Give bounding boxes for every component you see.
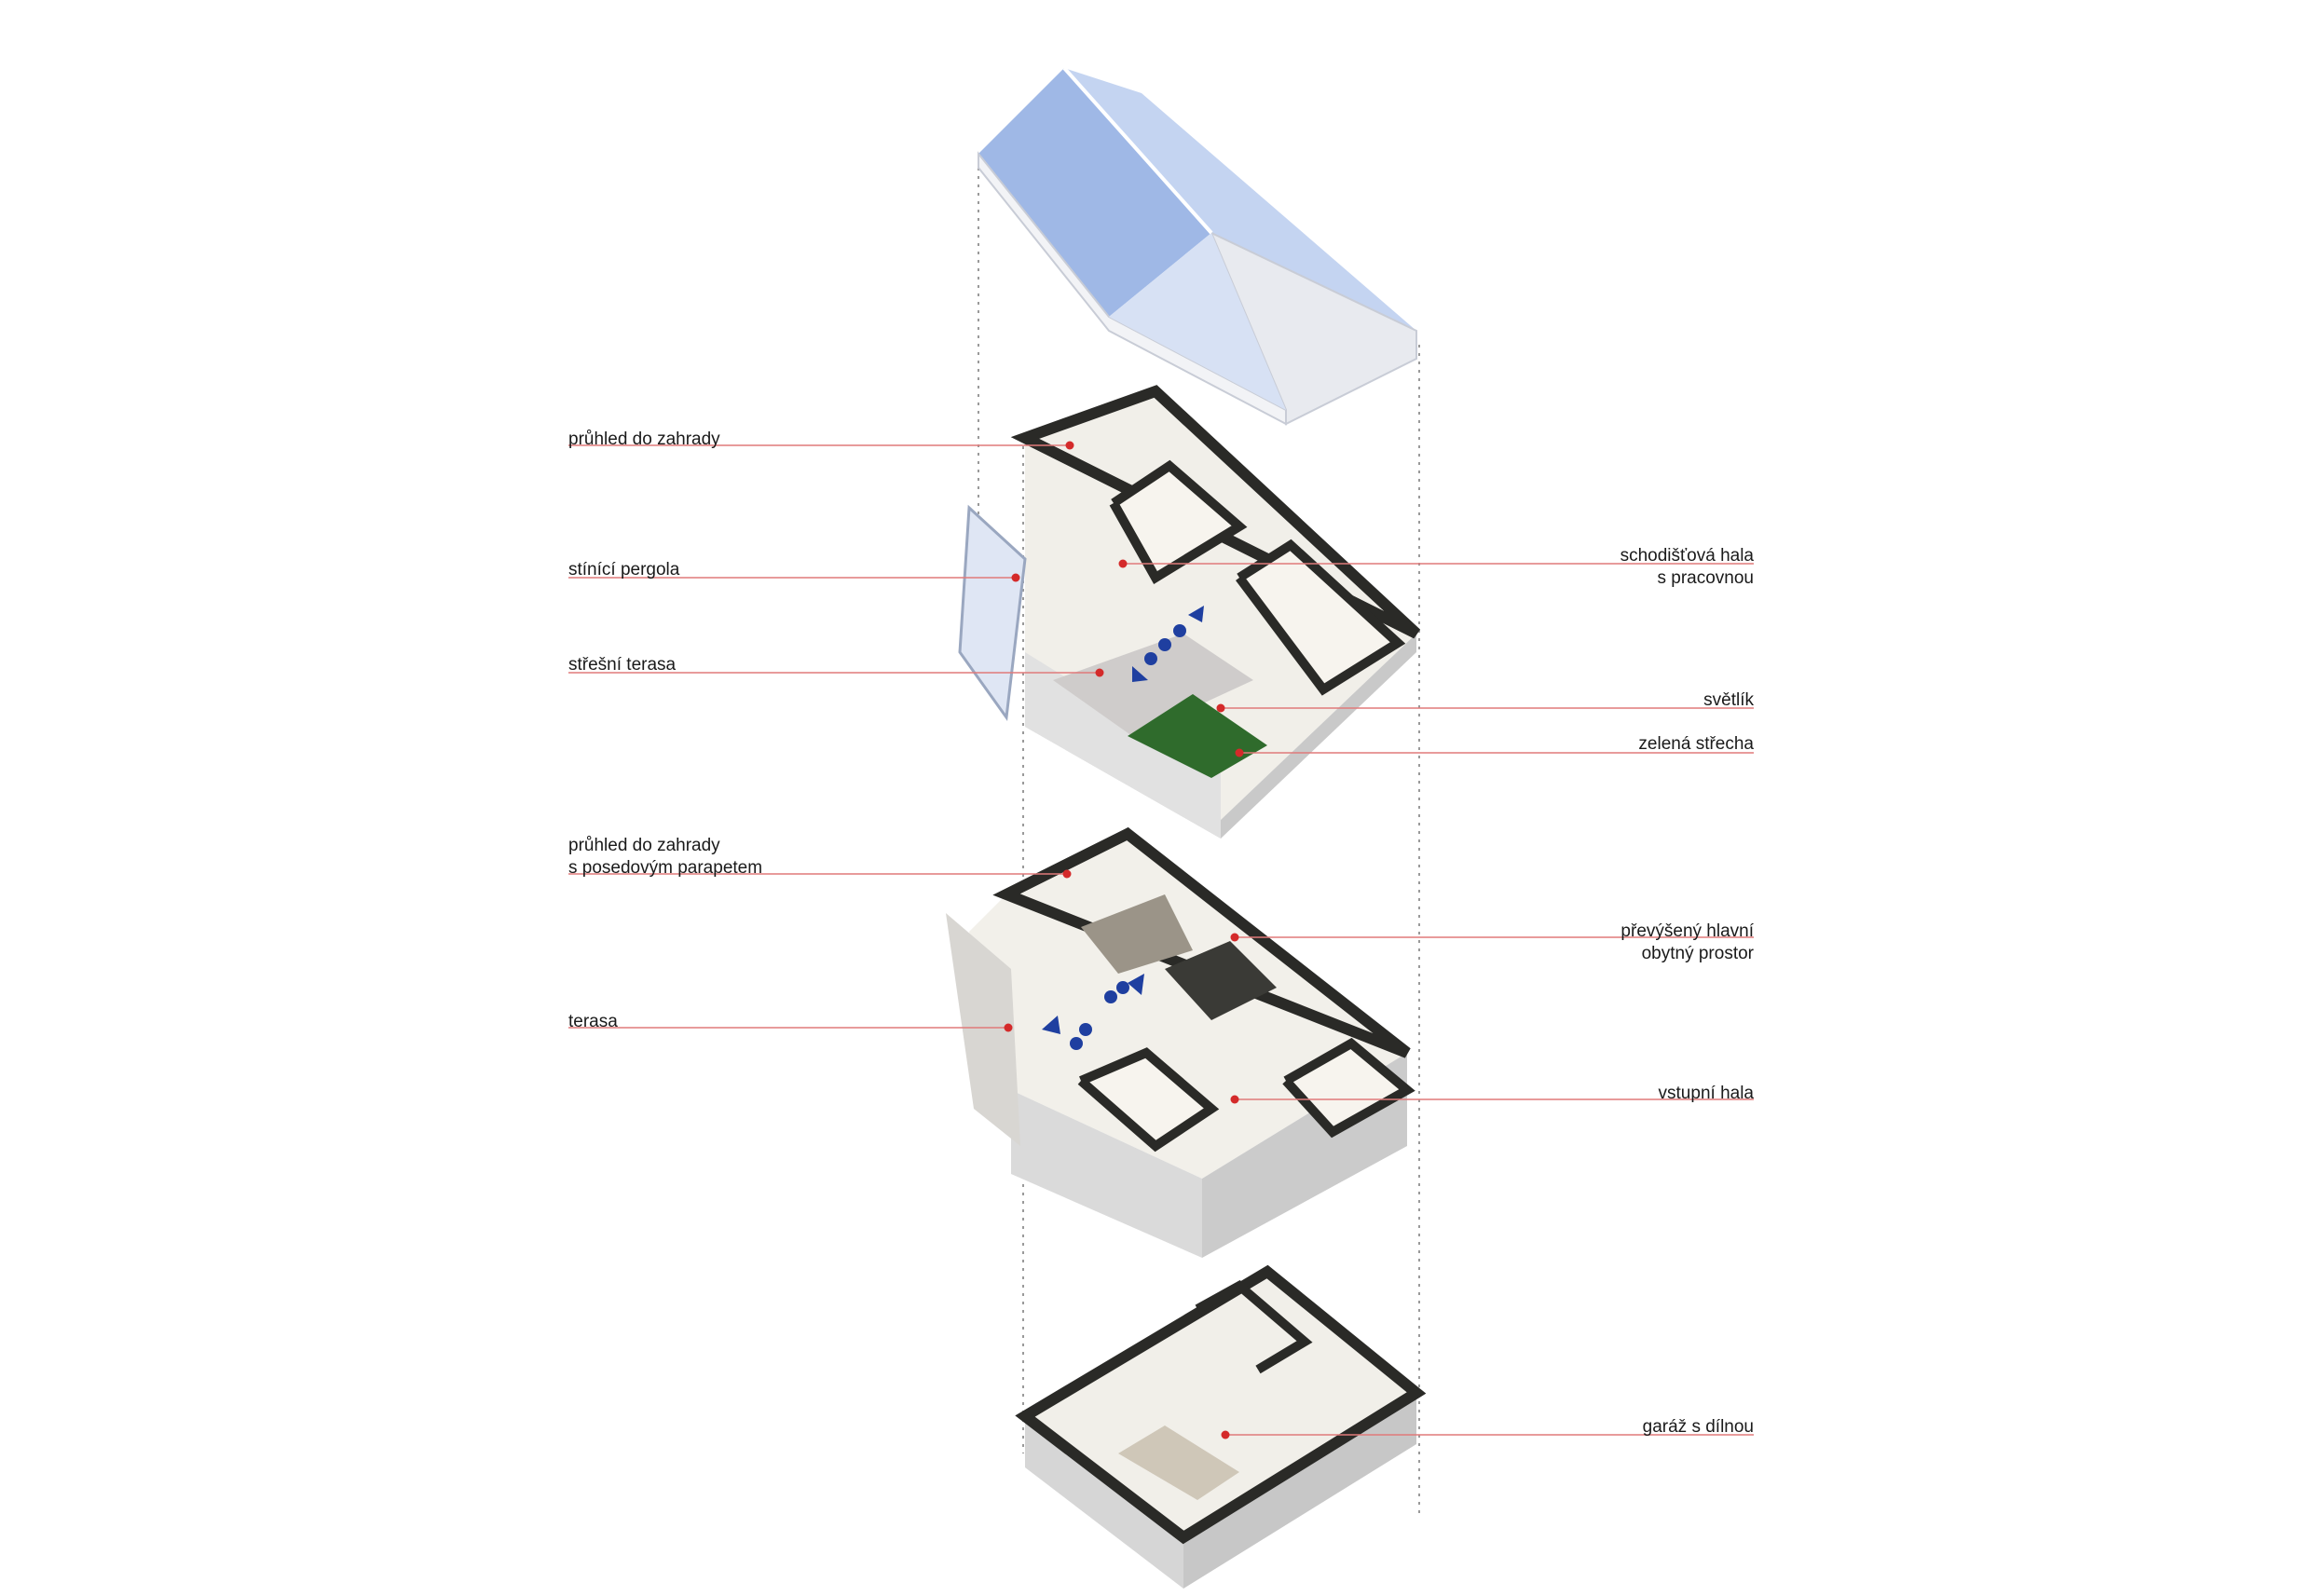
label-text: průhled do zahrady [568,836,720,855]
label-text: schodišťová hala [1620,546,1754,566]
ground-floor-block [946,826,1415,1258]
label-green-roof: zelená střecha [1638,733,1754,756]
marker-dot-entrance-hall [1230,1095,1239,1104]
label-raised-living-space: převýšený hlavní obytný prostor [1620,921,1754,965]
marker-dot-shading-pergola [1011,573,1020,582]
marker-dot-garden-view-parapet [1062,869,1072,879]
label-entrance-hall: vstupní hala [1659,1083,1754,1105]
label-text: obytný prostor [1641,944,1754,963]
label-roof-terrace: střešní terasa [568,654,676,676]
marker-dot-roof-terrace [1095,668,1104,677]
label-text: světlík [1703,690,1754,710]
marker-dot-upper-garden-view [1065,441,1074,450]
marker-dot-green-roof [1235,748,1244,757]
label-text: s pracovnou [1657,568,1754,588]
label-skylight: světlík [1703,689,1754,712]
marker-dot-garage-workshop [1221,1430,1230,1439]
label-text: vstupní hala [1658,1084,1754,1103]
label-text: s posedovým parapetem [568,858,763,878]
marker-dot-raised-living-space [1230,933,1239,942]
label-garden-view-parapet: průhled do zahrady s posedovým parapetem [568,835,762,880]
label-text: převýšený hlavní [1620,921,1754,941]
label-shading-pergola: stínící pergola [568,559,679,581]
label-terrace: terasa [568,1011,618,1033]
marker-dot-stair-hall-study [1118,559,1128,568]
label-stair-hall-study: schodišťová hala s pracovnou [1620,545,1754,590]
label-upper-garden-view: průhled do zahrady [568,429,720,451]
label-garage-workshop: garáž s dílnou [1643,1416,1754,1439]
leader-lines [568,441,1754,1439]
label-text: garáž s dílnou [1642,1417,1754,1437]
marker-dot-skylight [1216,703,1225,713]
upper-floor-block [958,385,1421,839]
alignment-dotted-lines [978,168,1420,1519]
circulation-markers [1042,606,1204,1050]
marker-dot-terrace [1004,1023,1013,1032]
label-text: střešní terasa [568,655,677,675]
label-text: zelená střecha [1638,734,1754,754]
garage-block [1015,1264,1427,1589]
label-text: stínící pergola [568,560,680,580]
roof-block [978,66,1417,426]
label-text: terasa [568,1012,618,1031]
label-text: průhled do zahrady [568,430,720,449]
